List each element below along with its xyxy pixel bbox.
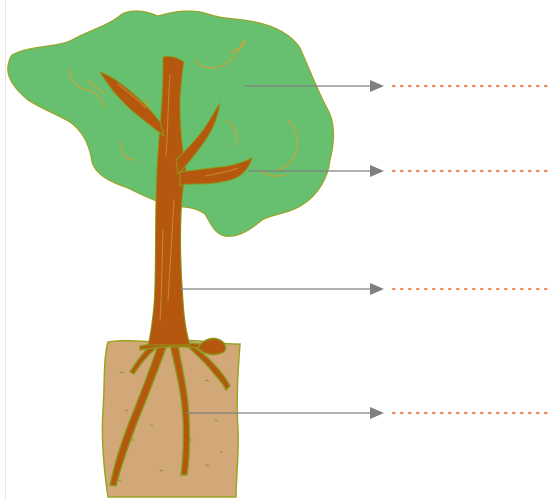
answer-blanks — [393, 86, 550, 413]
arrow-trunk — [180, 283, 384, 295]
soil-block — [102, 340, 240, 497]
soil-block-shape — [102, 340, 240, 497]
